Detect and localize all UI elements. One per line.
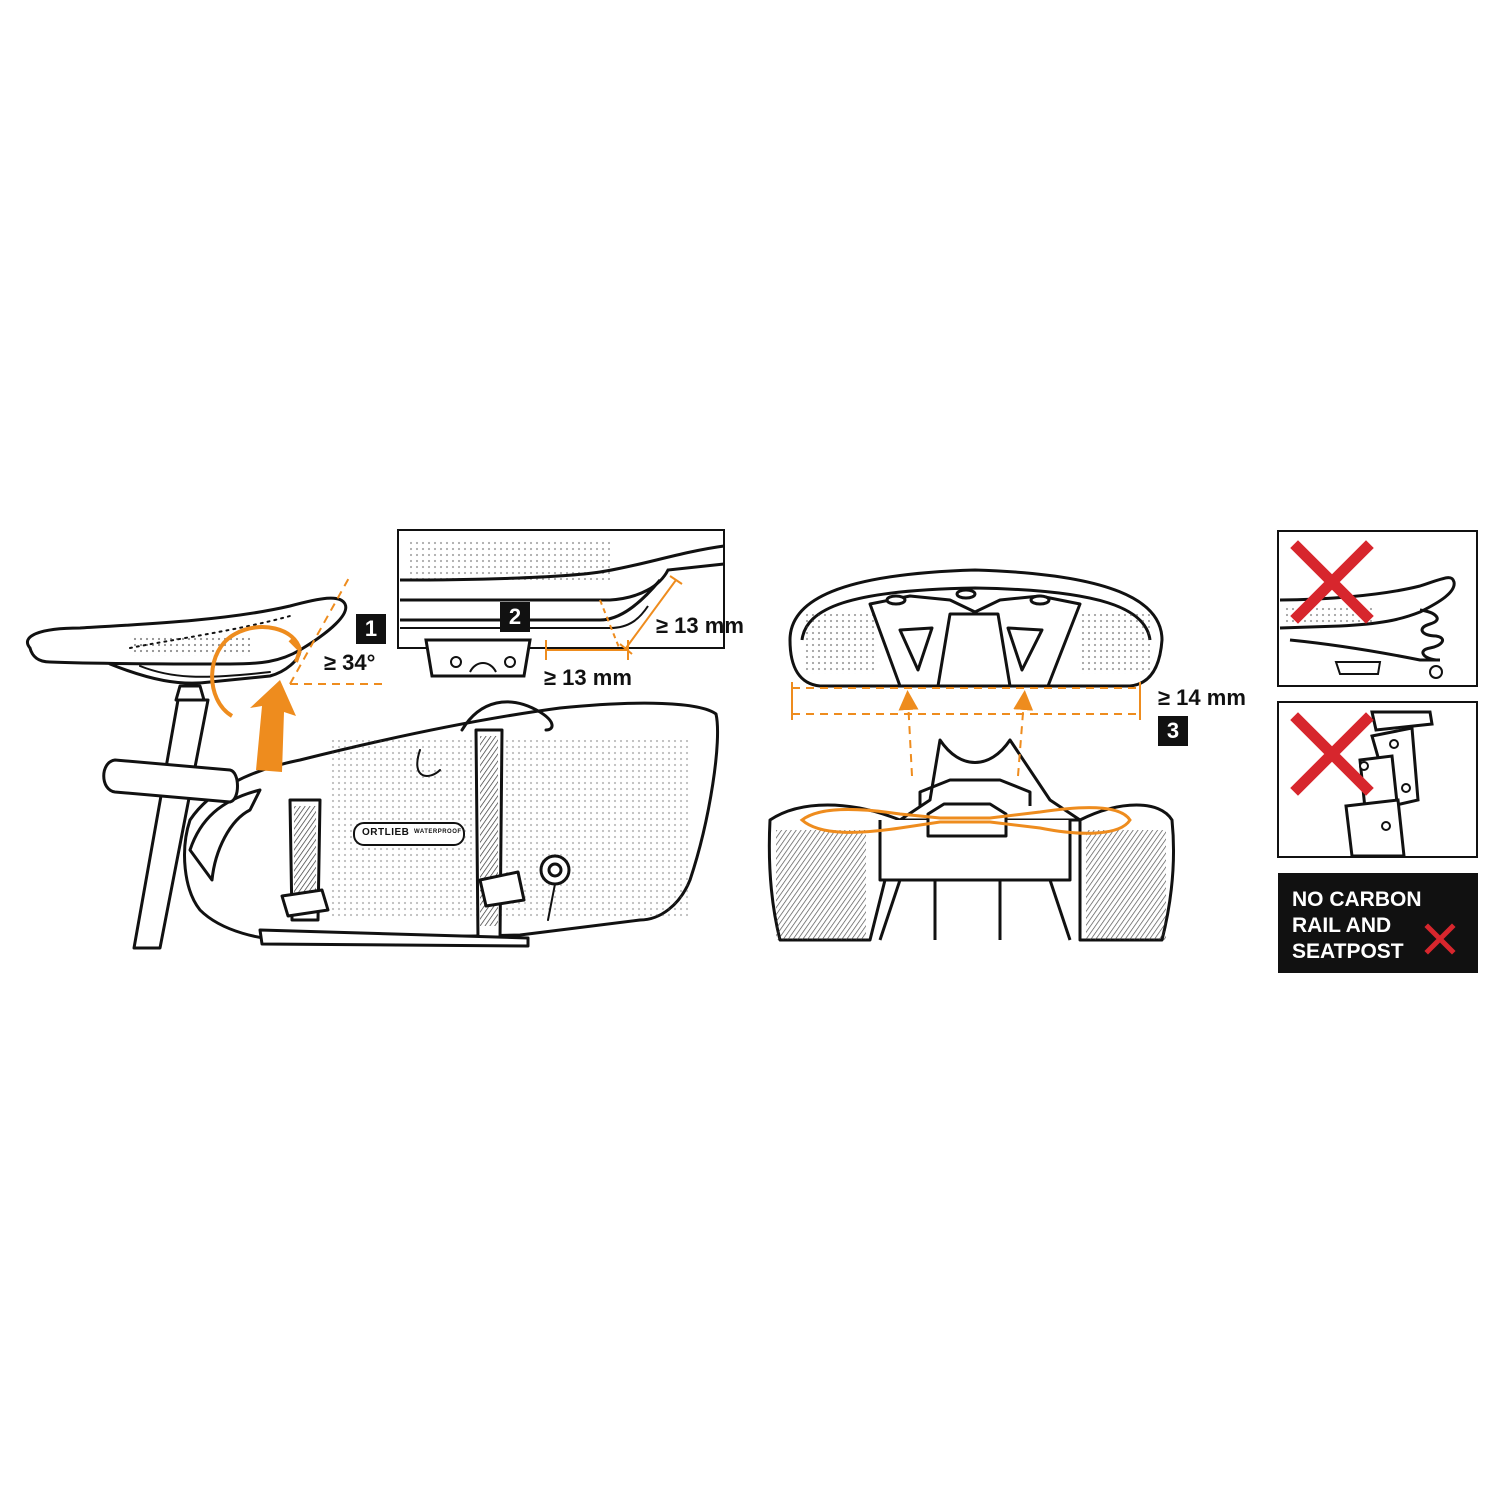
saddle-icon (26, 596, 348, 666)
panel-spring-saddle (1277, 530, 1478, 687)
up-arrow-icon (250, 680, 296, 772)
angle-guides (210, 575, 388, 772)
rear-view-guides (791, 682, 1141, 835)
angle-label: ≥ 34° (324, 650, 376, 675)
no-carbon-warning: NO CARBON RAIL AND SEATPOST (1278, 873, 1478, 973)
step-1-badge: 1 (356, 614, 386, 644)
brand-logo-sub: WATERPROOF (414, 829, 462, 835)
seatpost-icon (132, 698, 210, 950)
rail-width-label: ≥ 14 mm (1158, 685, 1246, 710)
brand-logo: ORTLIEB (362, 827, 410, 838)
step-3-badge: 3 (1158, 716, 1188, 746)
step-2-badge: 2 (500, 602, 530, 632)
warning-text: NO CARBON RAIL AND SEATPOST (1292, 888, 1422, 963)
warning-cross (1424, 923, 1456, 955)
rotate-arc-icon (210, 625, 302, 718)
red-cross-icon (1290, 712, 1374, 796)
red-cross-icon (1424, 923, 1456, 955)
detail-box-rail-length (397, 529, 725, 678)
red-cross-icon (1290, 540, 1374, 624)
suspension-seatpost-icon (1370, 710, 1434, 732)
panel-suspension-seatpost (1277, 701, 1478, 858)
rear-view (767, 568, 1176, 942)
rail-height-label: ≥ 13 mm (656, 613, 744, 638)
side-view (26, 596, 719, 950)
rail-length-label: ≥ 13 mm (544, 665, 632, 690)
